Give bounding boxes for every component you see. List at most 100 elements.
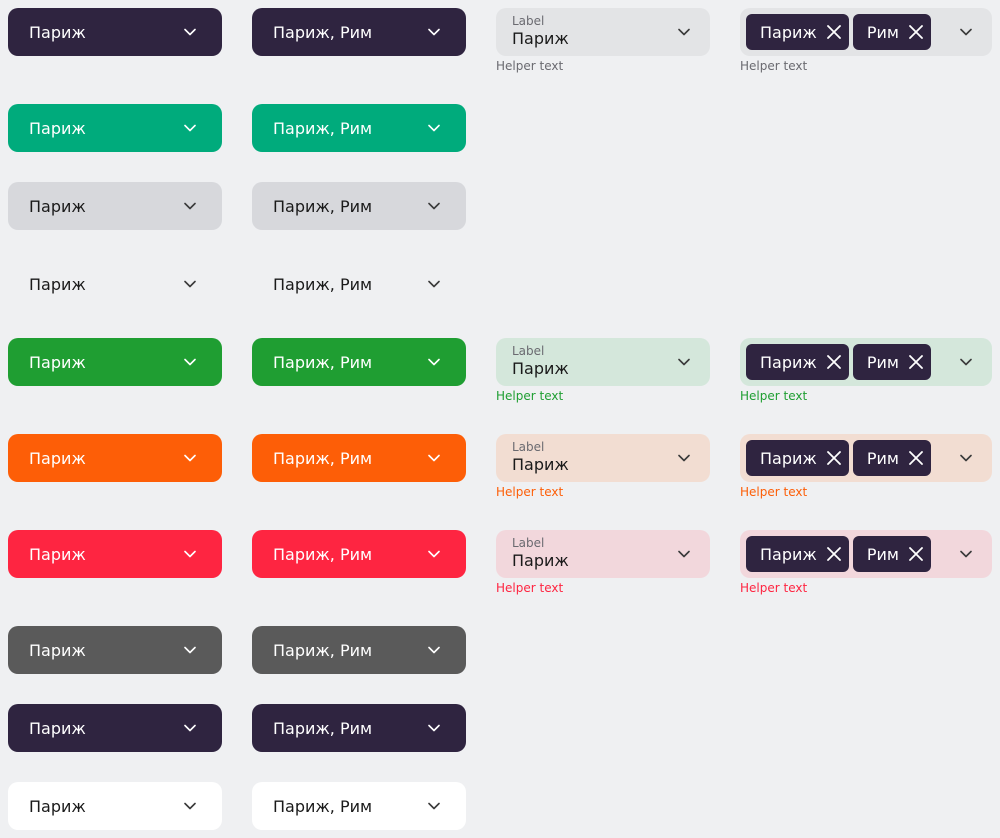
select-multi-white[interactable]: Париж, Рим [252,782,466,830]
chip[interactable]: Рим [852,536,931,572]
select-multi-secondary[interactable]: Париж, Рим [252,182,466,230]
chevron-down-icon [960,548,972,560]
select-value: Париж, Рим [273,274,373,294]
chevron-down-icon [428,800,440,812]
chip[interactable]: Париж [746,536,849,572]
select-value: Париж [29,274,86,294]
field-value: Париж [512,359,569,378]
select-multi-default-gray[interactable]: Париж, Рим [252,626,466,674]
close-icon[interactable] [909,451,923,465]
chevron-down-icon [184,122,196,134]
select-value: Париж [29,448,86,468]
select-single-default-gray[interactable]: Париж [8,626,222,674]
chevron-down-icon [428,452,440,464]
chevron-down-icon [678,26,690,38]
select-single-secondary[interactable]: Париж [8,182,222,230]
close-icon[interactable] [826,547,841,561]
field-label: Label [512,536,545,550]
chip-label: Рим [866,22,899,42]
chevron-down-icon [184,452,196,464]
field-value: Париж [512,551,569,570]
select-multi-critical[interactable]: Париж, Рим [252,530,466,578]
chevron-down-icon [184,200,196,212]
select-multi-clear[interactable]: Париж, Рим [252,260,466,308]
chip-label: Париж [760,352,817,372]
select-value: Париж [29,718,86,738]
chevron-down-icon [428,644,440,656]
chip[interactable]: Париж [746,440,849,476]
close-icon[interactable] [909,25,923,39]
chip[interactable]: Рим [852,440,931,476]
chevron-down-icon [428,278,440,290]
chevron-down-icon [678,548,690,560]
chevron-down-icon [184,26,196,38]
select-multi-warning[interactable]: Париж, Рим [252,434,466,482]
select-multi-success[interactable]: Париж, Рим [252,338,466,386]
close-icon[interactable] [909,547,923,561]
select-value: Париж [29,118,86,138]
helper-text: Helper text [496,485,564,499]
field-label: Label [512,440,545,454]
chip-label: Париж [760,448,817,468]
chevron-down-icon [184,722,196,734]
select-value: Париж, Рим [273,352,373,372]
chip[interactable]: Париж [746,344,849,380]
chip-select-default[interactable]: Париж Рим [740,8,992,56]
select-single-clear[interactable]: Париж [8,260,222,308]
chip-label: Рим [866,448,899,468]
select-single-critical[interactable]: Париж [8,530,222,578]
chip[interactable]: Рим [852,344,931,380]
select-single-warning[interactable]: Париж [8,434,222,482]
close-icon[interactable] [826,355,841,369]
select-value: Париж, Рим [273,196,373,216]
close-icon[interactable] [826,451,841,465]
chevron-down-icon [184,278,196,290]
field-value: Париж [512,455,569,474]
close-icon[interactable] [909,355,923,369]
select-value: Париж, Рим [273,796,373,816]
chevron-down-icon [428,122,440,134]
chip-select-warning[interactable]: Париж Рим [740,434,992,482]
select-value: Париж, Рим [273,22,373,42]
chip[interactable]: Париж [746,14,849,50]
select-single-accent[interactable]: Париж [8,104,222,152]
select-single-dark[interactable]: Париж [8,704,222,752]
chip-label: Рим [866,352,899,372]
helper-text: Helper text [740,389,808,403]
close-icon[interactable] [826,25,841,39]
select-value: Париж, Рим [273,448,373,468]
select-multi-dark[interactable]: Париж, Рим [252,704,466,752]
select-value: Париж, Рим [273,640,373,660]
select-single-primary[interactable]: Париж [8,8,222,56]
select-value: Париж [29,196,86,216]
field-value: Париж [512,29,569,48]
chip-label: Париж [760,22,817,42]
select-value: Париж, Рим [273,118,373,138]
select-multi-accent[interactable]: Париж, Рим [252,104,466,152]
select-value: Париж [29,640,86,660]
helper-text: Helper text [740,581,808,595]
chevron-down-icon [960,452,972,464]
select-value: Париж [29,796,86,816]
field-label: Label [512,14,545,28]
select-multi-primary[interactable]: Париж, Рим [252,8,466,56]
chevron-down-icon [428,26,440,38]
select-single-success[interactable]: Париж [8,338,222,386]
chip[interactable]: Рим [852,14,931,50]
chip-select-success[interactable]: Париж Рим [740,338,992,386]
select-single-white[interactable]: Париж [8,782,222,830]
chevron-down-icon [428,548,440,560]
chevron-down-icon [428,722,440,734]
select-value: Париж, Рим [273,544,373,564]
chevron-down-icon [428,356,440,368]
chevron-down-icon [184,800,196,812]
